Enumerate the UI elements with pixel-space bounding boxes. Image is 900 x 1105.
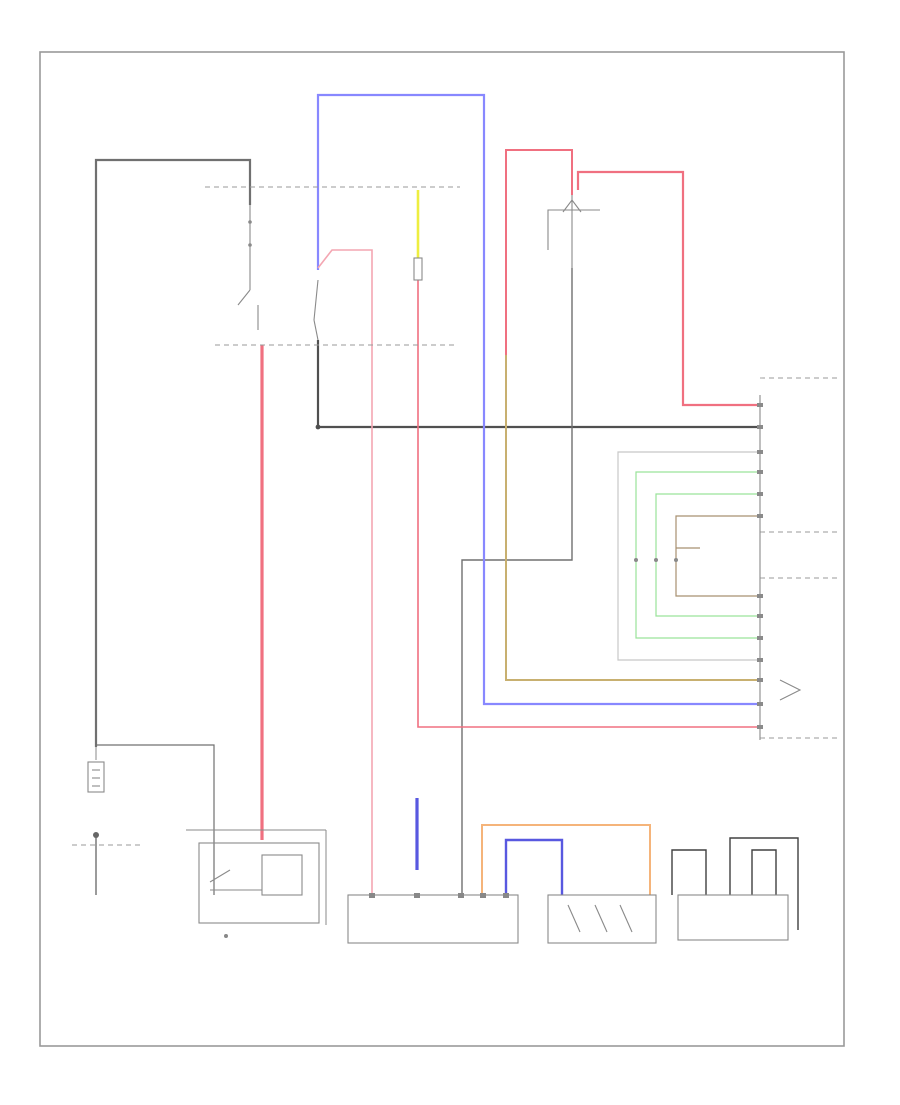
diagram-frame xyxy=(39,51,845,1047)
start-relay-ground-wire xyxy=(316,340,760,429)
light-gray-wire xyxy=(617,451,760,661)
splice-points xyxy=(315,424,678,562)
connector-pin-2 xyxy=(757,425,763,429)
start-stop-button xyxy=(547,894,657,944)
fuse xyxy=(413,257,423,281)
ignition-switch xyxy=(237,205,259,330)
sense-wire xyxy=(96,744,215,895)
fused-red-wire xyxy=(576,170,760,407)
green-wire-b xyxy=(655,493,760,617)
button-blue-wire xyxy=(504,838,564,895)
black-wire-a xyxy=(671,849,707,895)
main-connector xyxy=(759,395,802,740)
blue-signal-wire xyxy=(316,93,760,706)
tan-signal-wire xyxy=(505,355,760,681)
battery-feed-wire xyxy=(94,158,252,747)
steering-lock-unit xyxy=(677,894,789,941)
pink-relay-wire xyxy=(317,249,373,895)
connector-pin-8 xyxy=(757,614,763,618)
connector-pin-3 xyxy=(757,450,763,454)
lower-right-harness xyxy=(96,744,799,930)
connector-pin-9 xyxy=(757,636,763,640)
connector-pin-7 xyxy=(757,594,763,598)
relay-output-wire xyxy=(461,268,573,895)
connector-pin-12 xyxy=(757,702,763,706)
orange-button-wire xyxy=(481,824,651,895)
pink-control-wire xyxy=(417,280,760,728)
starter-motor xyxy=(186,829,327,938)
connector-pin-11 xyxy=(757,678,763,682)
connector-pin-10 xyxy=(757,658,763,662)
start-relay xyxy=(313,279,319,341)
ground-wire-group xyxy=(94,158,760,895)
brown-wire xyxy=(675,515,760,597)
green-wire-a xyxy=(635,471,760,639)
power-relay xyxy=(547,195,600,268)
connector-pin-6 xyxy=(757,514,763,518)
smart-key-control-module xyxy=(347,893,519,944)
right-harness-group xyxy=(617,451,760,661)
black-wire-b xyxy=(729,837,799,930)
black-wire-c xyxy=(751,849,777,895)
connector-pin-13 xyxy=(757,725,763,729)
connector-pins xyxy=(757,403,763,729)
connector-pin-4 xyxy=(757,470,763,474)
battery xyxy=(87,747,105,838)
relay-red-wire xyxy=(505,149,760,681)
connector-pin-1 xyxy=(757,403,763,407)
connector-pin-5 xyxy=(757,492,763,496)
